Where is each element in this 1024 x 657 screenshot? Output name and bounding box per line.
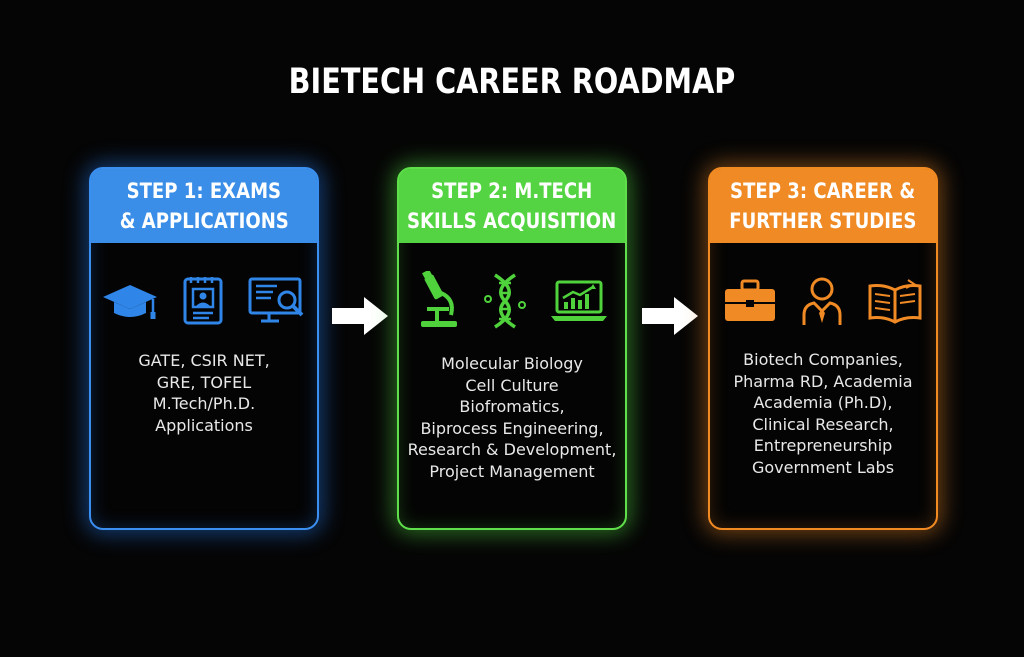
step-2-title-line-1: STEP 2: M.TECH [431, 179, 593, 203]
step-3-line: Pharma RD, Academia [733, 371, 913, 391]
step-1-header: STEP 1: EXAMS & APPLICATIONS [91, 169, 317, 243]
step-3-title-line-1: STEP 3: CAREER & [730, 179, 916, 203]
step-2-line: Project Management [429, 461, 595, 481]
graduation-cap-icon [103, 285, 157, 319]
arrow-right-icon [642, 297, 698, 335]
page-title: BIETECH CAREER ROADMAP [288, 62, 736, 102]
step-1-card: STEP 1: EXAMS & APPLICATIONS [89, 167, 319, 530]
step-2-line: Biofromatics, [459, 397, 565, 416]
step-1-line: Applications [155, 415, 253, 435]
step-2-line: Molecular Biology [441, 354, 583, 373]
step-3-line: Entrepreneurship [753, 436, 893, 455]
step-1-line: M.Tech/Ph.D. [152, 394, 256, 413]
step-1-line: GRE, TOFEL [156, 372, 252, 392]
step-3-line: Academia (Ph.D), [753, 393, 893, 412]
monitor-search-icon [248, 277, 304, 323]
step-2-line: Research & Development, [407, 440, 617, 459]
open-book-icon [868, 279, 922, 324]
step-3-header: STEP 3: CAREER & FURTHER STUDIES [710, 169, 936, 243]
step-1-title-line-2: & APPLICATIONS [119, 209, 289, 233]
laptop-chart-icon [551, 280, 607, 321]
step-2-icons [399, 269, 625, 333]
dna-icon [484, 273, 526, 329]
step-1-title-line-1: STEP 1: EXAMS [126, 179, 282, 203]
step-3-line: Biotech Companies, [743, 350, 903, 369]
step-2-details: Molecular Biology Cell Culture Biofromat… [399, 353, 625, 482]
briefcase-icon [725, 279, 775, 321]
step-1-details: GATE, CSIR NET, GRE, TOFEL M.Tech/Ph.D. … [91, 350, 317, 436]
step-2-line: Cell Culture [465, 375, 559, 395]
microscope-icon [421, 271, 457, 327]
step-2-header: STEP 2: M.TECH SKILLS ACQUISITION [399, 169, 625, 243]
step-3-icons [710, 269, 936, 333]
id-document-icon [183, 277, 223, 325]
step-3-line: Government Labs [751, 457, 895, 477]
step-3-card: STEP 3: CAREER & FURTHER STUDIES Biotech… [708, 167, 938, 530]
step-3-line: Clinical Research, [752, 414, 894, 434]
step-2-line: Biprocess Engineering, [420, 418, 604, 438]
step-3-details: Biotech Companies, Pharma RD, Academia A… [710, 349, 936, 478]
step-1-line: GATE, CSIR NET, [138, 351, 270, 370]
person-icon [802, 277, 842, 325]
step-1-icons [91, 269, 317, 333]
arrow-right-icon [332, 297, 388, 335]
step-3-title-line-2: FURTHER STUDIES [729, 209, 917, 233]
step-2-card: STEP 2: M.TECH SKILLS ACQUISITION [397, 167, 627, 530]
step-2-title-line-2: SKILLS ACQUISITION [407, 209, 617, 233]
